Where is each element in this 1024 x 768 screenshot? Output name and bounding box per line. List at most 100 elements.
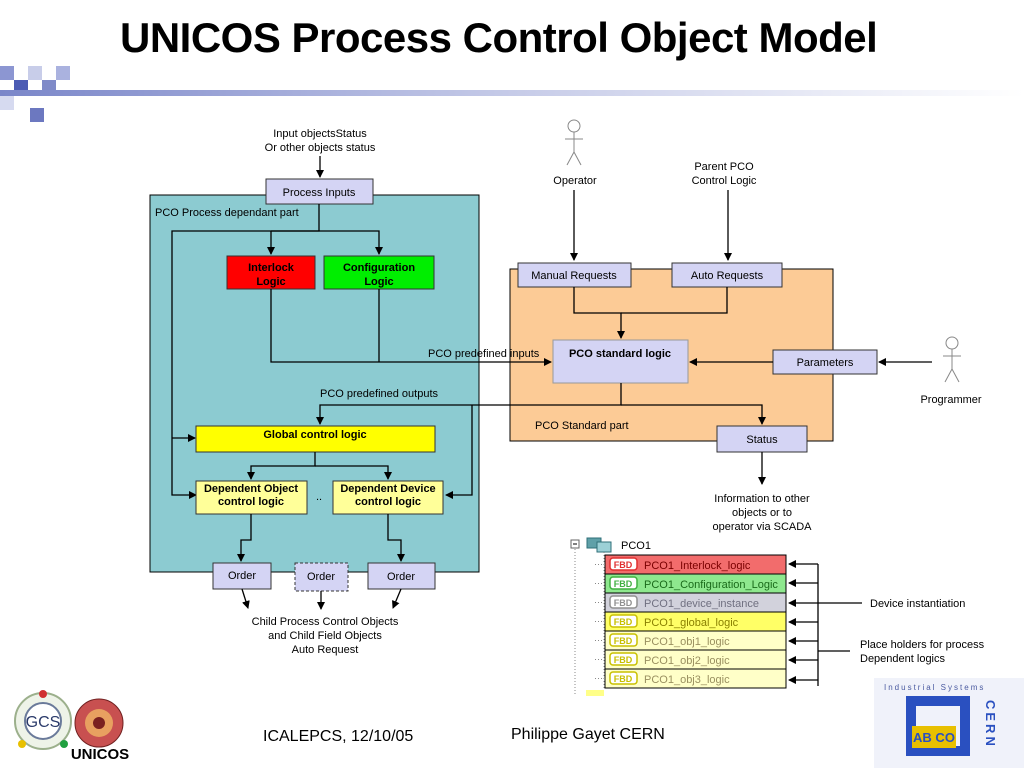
input-objects-label: Input objectsStatus: [273, 128, 367, 140]
header-decoration-square: [28, 66, 42, 80]
dependent-object-logic-label-2: control logic: [218, 496, 284, 508]
interlock-logic-label-2: Logic: [256, 276, 285, 288]
placeholders-label: Place holders for process: [860, 639, 985, 651]
fbd-tag-label: FBD: [614, 579, 633, 589]
tree-item-label: PCO1_obj1_logic: [644, 636, 730, 648]
pco-standard-part-label: PCO Standard part: [535, 420, 629, 432]
status-label: Status: [746, 434, 778, 446]
configuration-logic-box: [323, 255, 435, 290]
order-box-1: [212, 562, 272, 590]
process-inputs-label: Process Inputs: [283, 187, 356, 199]
dependent-device-logic-label: Dependent Device: [340, 483, 435, 495]
information-label-2: objects or to: [732, 507, 792, 519]
header-gradient-bar: [0, 90, 1024, 96]
configuration-logic-label: Configuration: [343, 262, 415, 274]
operator-label: Operator: [553, 175, 597, 187]
folder-icon: [586, 537, 612, 553]
order-box-3: [367, 562, 436, 590]
dependent-object-logic-label: Dependent Object: [204, 483, 298, 495]
fbd-tag-label: FBD: [614, 655, 633, 665]
footer-event: ICALEPCS, 12/10/05: [263, 728, 414, 745]
fbd-tag-label: FBD: [614, 598, 633, 608]
fbd-icon: [609, 557, 638, 571]
unicos-logo-text: UNICOS: [71, 746, 129, 763]
pco-process-dependant-panel: [149, 194, 480, 573]
interlock-logic-label: Interlock: [248, 262, 295, 274]
device-instantiation-label: Device instantiation: [870, 598, 965, 610]
fbd-icon: [609, 595, 638, 609]
pco-predefined-outputs-label: PCO predefined outputs: [320, 388, 439, 400]
dependent-device-logic-label-2: control logic: [355, 496, 421, 508]
tree-item[interactable]: FBD PCO1_obj1_logic: [595, 630, 787, 651]
order-box-2: [294, 562, 349, 592]
tree-item[interactable]: FBD PCO1_Configuration_Logic: [595, 573, 787, 594]
parent-pco-label-2: Control Logic: [692, 175, 757, 187]
tree-item[interactable]: FBD PCO1_obj3_logic: [595, 668, 787, 689]
auto-requests-box: [671, 262, 783, 288]
operator-figure-icon: [565, 119, 583, 166]
child-objects-label-2: and Child Field Objects: [268, 630, 382, 642]
project-tree: PCO1: [570, 537, 651, 696]
header-decoration-square: [56, 66, 70, 80]
gcs-logo-text: GCS: [26, 714, 61, 731]
programmer-label: Programmer: [920, 394, 981, 406]
child-objects-label: Child Process Control Objects: [252, 616, 399, 628]
unicos-logo: UNICOS: [71, 698, 129, 763]
gcs-logo: GCS: [14, 690, 72, 750]
child-objects-label-3: Auto Request: [292, 644, 359, 656]
fbd-tag-label: FBD: [614, 674, 633, 684]
interlock-logic-box: [226, 255, 316, 290]
header-decoration-square: [0, 66, 14, 80]
configuration-logic-label-2: Logic: [364, 276, 393, 288]
status-box: [716, 425, 808, 453]
fbd-tag-label: FBD: [614, 560, 633, 570]
information-label: Information to other: [714, 493, 810, 505]
order-label-2: Order: [307, 571, 335, 583]
fbd-icon: [609, 671, 638, 685]
pco-process-dependant-label: PCO Process dependant part: [155, 207, 299, 219]
tree-item-label: PCO1_global_logic: [644, 617, 739, 629]
pco-standard-logic-label: PCO standard logic: [569, 348, 671, 360]
abco-text: AB CO: [913, 730, 955, 745]
industrial-systems-text: Industrial Systems: [884, 683, 985, 692]
fbd-tag-label: FBD: [614, 636, 633, 646]
tree-root-label[interactable]: PCO1: [621, 540, 651, 552]
programmer-figure-icon: [943, 336, 961, 383]
pco-predefined-inputs-label: PCO predefined inputs: [428, 348, 540, 360]
tree-item-label: PCO1_Configuration_Logic: [644, 579, 778, 591]
slide-title: UNICOS Process Control Object Model: [120, 14, 878, 61]
global-control-logic-label: Global control logic: [263, 429, 366, 441]
footer-author: Philippe Gayet CERN: [511, 726, 665, 743]
input-objects-label-2: Or other objects status: [265, 142, 376, 154]
abco-cern-logo: Industrial Systems AB CO CERN: [874, 678, 1024, 768]
order-label-3: Order: [387, 571, 415, 583]
information-label-3: operator via SCADA: [712, 521, 812, 533]
tree-item[interactable]: FBD PCO1_global_logic: [595, 611, 787, 632]
order-label-1: Order: [228, 570, 256, 582]
tree-item-label: PCO1_obj2_logic: [644, 655, 730, 667]
header-decoration-square: [30, 108, 44, 122]
fbd-icon: [609, 652, 638, 666]
fbd-icon: [609, 633, 638, 647]
manual-requests-box: [517, 262, 632, 288]
tree-item-label: PCO1_obj3_logic: [644, 674, 730, 686]
manual-requests-label: Manual Requests: [531, 270, 617, 282]
ellipsis-label: ..: [316, 491, 322, 503]
fbd-tag-label: FBD: [614, 617, 633, 627]
cern-text: CERN: [983, 700, 998, 749]
auto-requests-label: Auto Requests: [691, 270, 764, 282]
placeholders-label-2: Dependent logics: [860, 653, 946, 665]
fbd-icon: [609, 614, 638, 628]
parameters-box: [772, 349, 878, 375]
tree-item[interactable]: FBD PCO1_device_instance: [595, 592, 787, 613]
tree-item-label: PCO1_device_instance: [644, 598, 759, 610]
tree-item[interactable]: FBD PCO1_obj2_logic: [595, 649, 787, 670]
pco-standard-logic-box: [552, 339, 689, 384]
fbd-icon: [609, 576, 638, 590]
parameters-label: Parameters: [797, 357, 854, 369]
parent-pco-label: Parent PCO: [694, 161, 754, 173]
global-control-logic-box: [195, 425, 436, 453]
